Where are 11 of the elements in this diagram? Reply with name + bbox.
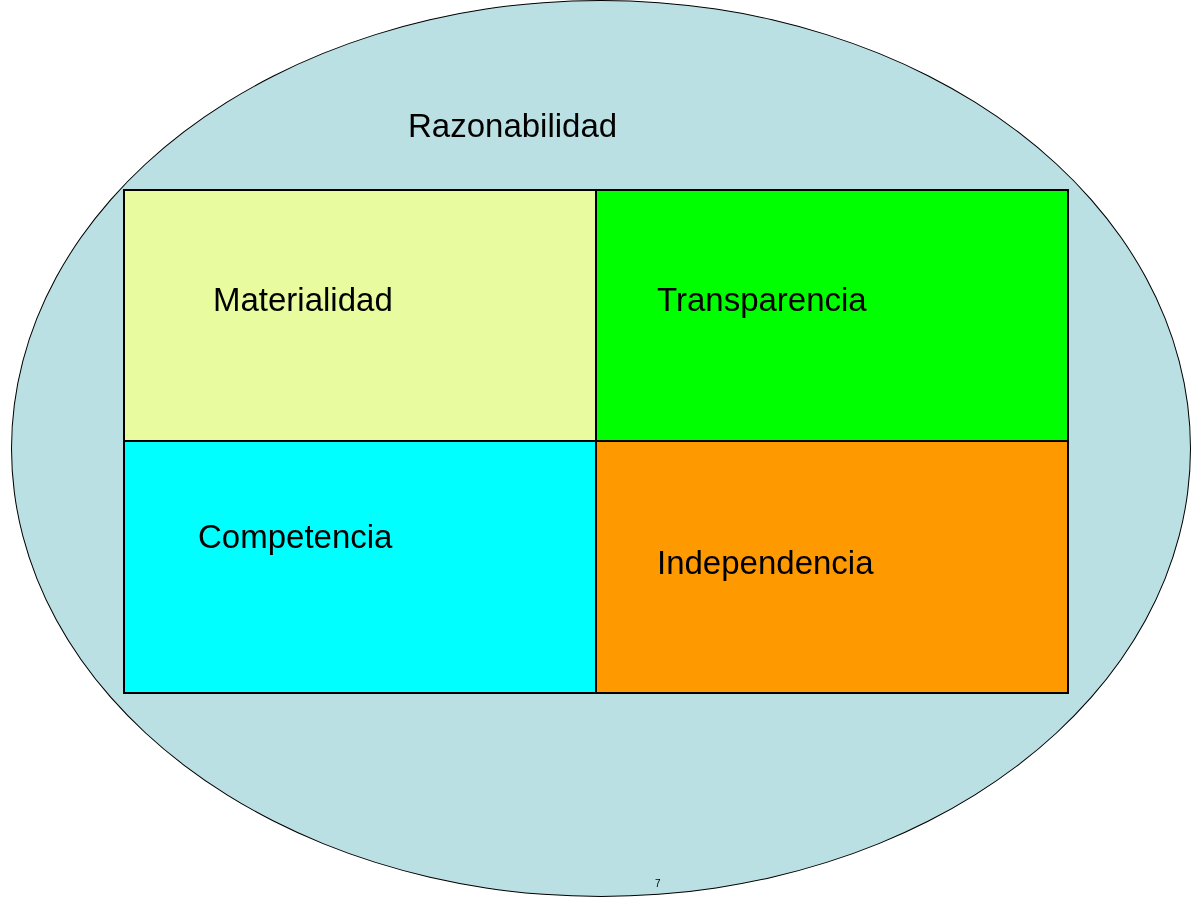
node-label: Materialidad — [213, 280, 393, 320]
page-number: 7 — [655, 877, 661, 891]
quadrant-box — [123, 440, 597, 694]
node-label: Transparencia — [657, 280, 867, 320]
quadrant-box — [123, 189, 597, 442]
quadrant-box — [595, 189, 1069, 442]
quadrant-box — [595, 440, 1069, 694]
node-label: Competencia — [198, 517, 393, 557]
ellipse-region — [11, 0, 1191, 897]
node-label: Independencia — [657, 543, 874, 583]
node-label: Razonabilidad — [408, 106, 618, 146]
